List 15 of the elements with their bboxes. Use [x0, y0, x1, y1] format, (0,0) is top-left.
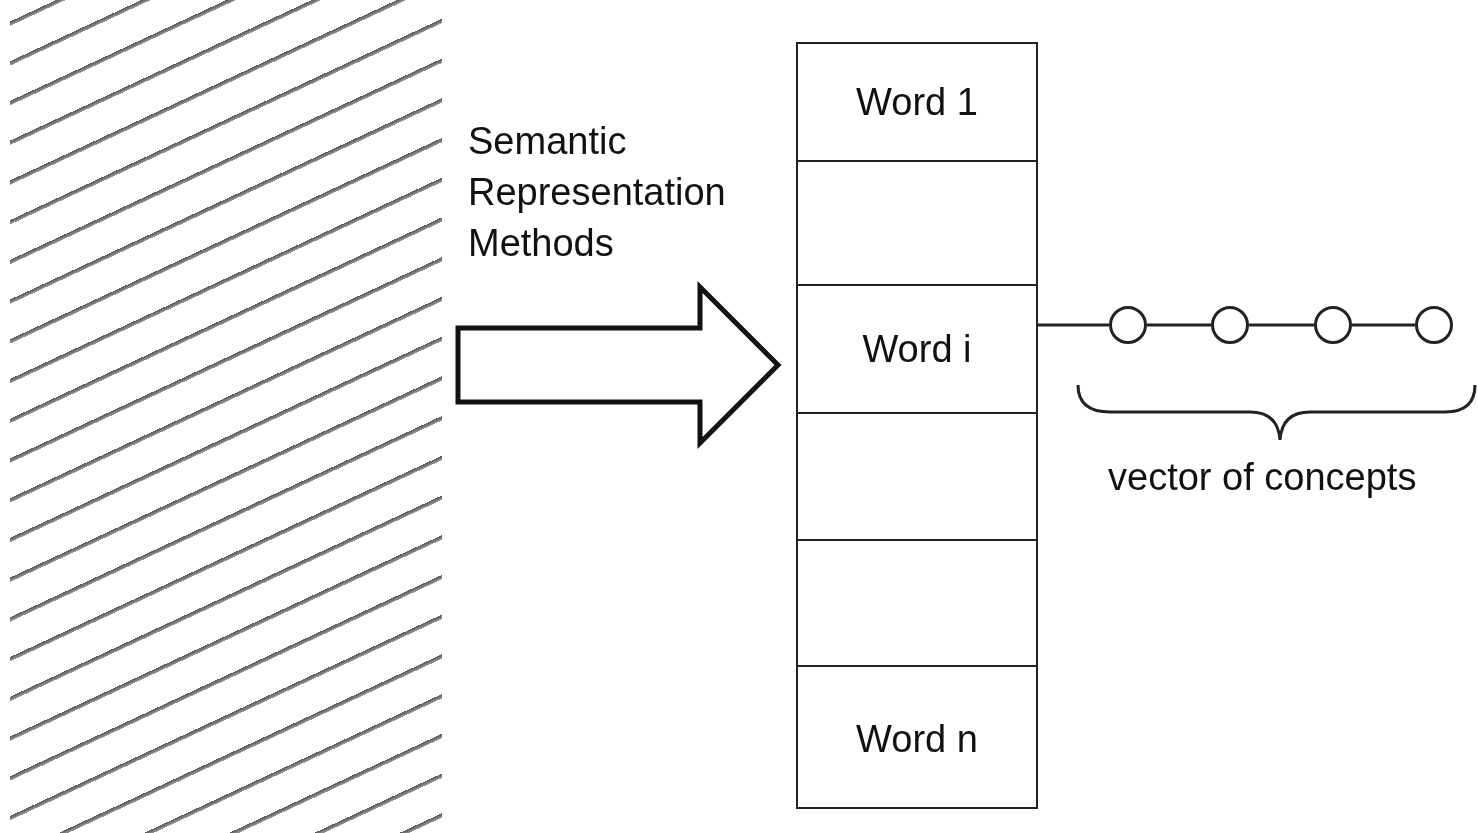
concept-circle [1109, 306, 1147, 344]
edge-label: Semantic Representation Methods [468, 119, 727, 266]
concept-circle [1211, 306, 1249, 344]
connector-line [1038, 323, 1109, 327]
concept-circle [1314, 306, 1352, 344]
connector-line [1249, 323, 1314, 327]
connector-line [1352, 323, 1415, 327]
word-table [796, 42, 1038, 809]
word-label: Word n [856, 717, 978, 761]
block-arrow [455, 280, 782, 450]
word-label: Word i [862, 327, 972, 371]
connector-line [1147, 323, 1211, 327]
word-label: Word 1 [856, 80, 978, 124]
concept-circle [1415, 306, 1453, 344]
brace-label: vector of concepts [1108, 455, 1417, 500]
